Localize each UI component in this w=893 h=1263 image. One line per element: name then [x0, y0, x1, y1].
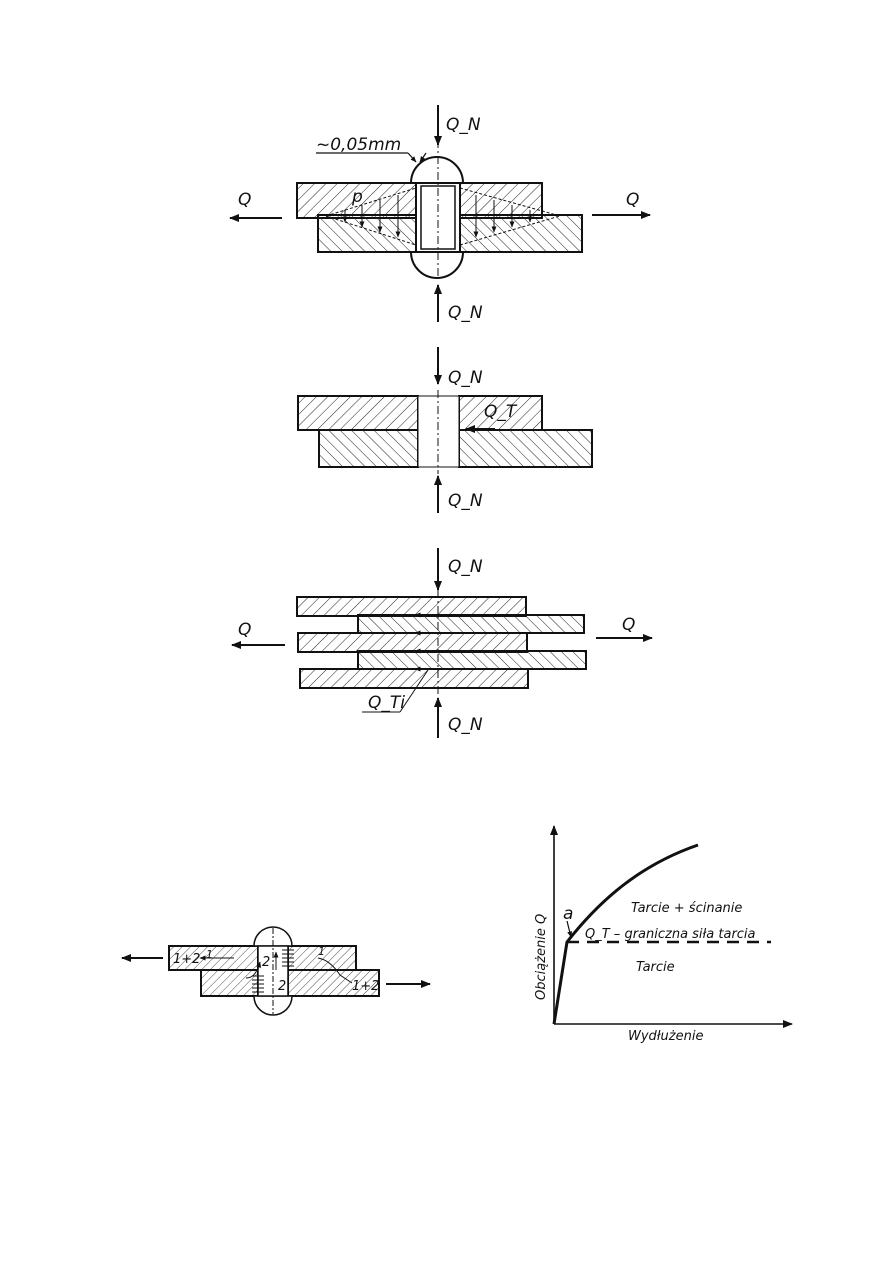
figure-2-friction: Q_N Q_N Q_T	[297, 347, 593, 513]
region-lower-label: Tarcie	[636, 960, 675, 975]
right-plate-label: 1+2	[352, 979, 379, 994]
left-plate-label-secondary: 1	[206, 948, 213, 961]
load-elongation-chart: a Obciążenie Q Wydłużenie Tarcie + ścina…	[534, 825, 793, 1044]
series-friction-shear	[552, 843, 699, 1025]
region-upper-label: Tarcie + ścinanie	[631, 901, 742, 916]
gap-label: ~0,05mm	[316, 135, 401, 155]
right-plate-label-secondary: 1	[318, 945, 325, 958]
top-force-label: Q_N	[448, 368, 483, 388]
point-a-label: a	[563, 904, 573, 924]
plate-2	[357, 614, 585, 634]
point-a-arrow	[566, 920, 573, 938]
lower-plate-left	[318, 429, 419, 468]
plate-5	[299, 668, 529, 689]
plate-1	[296, 596, 527, 617]
rivet-label-a: 2	[262, 955, 270, 970]
friction-label: Q_T	[484, 402, 518, 422]
figure-4-load-paths: 1+2 1 1+2 1 2 2	[121, 926, 431, 1016]
pressure-label: p	[351, 187, 363, 207]
left-force-label: Q	[238, 620, 251, 640]
right-force-label: Q	[626, 190, 639, 210]
rivet-label-b: 2	[278, 979, 286, 994]
plate-4	[357, 650, 587, 670]
friction-limit-annotation: Q_T – graniczna siła tarcia	[585, 927, 756, 942]
bottom-force-label: Q_N	[448, 491, 483, 511]
lower-plate-right	[287, 969, 380, 997]
lower-plate-left	[200, 969, 259, 997]
left-plate-label: 1+2	[173, 952, 200, 967]
upper-plate-left	[297, 395, 419, 431]
bottom-force-label: Q_N	[448, 715, 483, 735]
rivet-head-bottom	[409, 251, 465, 279]
pressure-distribution	[325, 187, 561, 246]
friction-label: Q_Ti	[368, 693, 405, 713]
plate-3	[297, 632, 528, 653]
right-force-label: Q	[622, 615, 635, 635]
upper-plate-right	[458, 395, 543, 431]
rivet-head-top	[409, 156, 465, 184]
top-force-label: Q_N	[448, 557, 483, 577]
x-axis-label: Wydłużenie	[628, 1029, 703, 1044]
bottom-force-label: Q_N	[448, 303, 483, 323]
figure-3-multi-plate: Q_N Q_N Q Q Q_Ti	[231, 548, 653, 738]
y-axis-label: Obciążenie Q	[534, 914, 549, 1000]
left-force-label: Q	[238, 190, 251, 210]
lower-plate-right	[458, 429, 593, 468]
top-force-label: Q_N	[446, 115, 481, 135]
figure-1-rivet-clamping: ~0,05mm Q_N Q_N Q Q p	[229, 105, 651, 323]
